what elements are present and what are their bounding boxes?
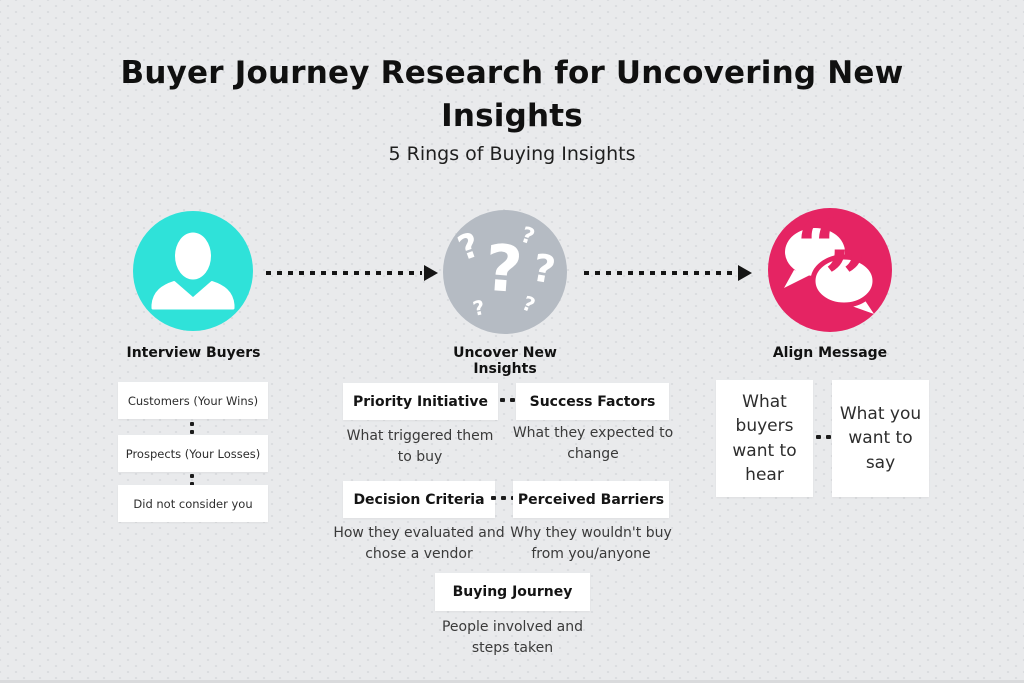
horizontal-dots-connector — [500, 398, 515, 402]
interview-buyers-circle — [133, 211, 253, 331]
page-title: Buyer Journey Research for Uncovering Ne… — [120, 55, 904, 134]
align-message-circle: “ ” — [768, 202, 892, 332]
vertical-dots-connector — [190, 474, 194, 486]
stage-label-interview-buyers: Interview Buyers — [126, 345, 261, 361]
stage-label-align-message: Align Message — [772, 345, 888, 361]
svg-text:”: ” — [824, 234, 869, 325]
horizontal-dots-connector — [816, 435, 831, 439]
quote-bubbles-icon: “ ” — [784, 202, 878, 325]
interview-item-customers: Customers (Your Wins) — [118, 382, 268, 419]
ring-priority-initiative: Priority Initiative — [343, 383, 498, 420]
bottom-edge-divider — [0, 680, 1024, 683]
ring-decision-criteria: Decision Criteria — [343, 481, 495, 518]
stage-label-uncover-new-insights: Uncover New Insights — [453, 345, 557, 377]
align-item-buyers-hear: What buyers want to hear — [716, 380, 813, 497]
arrow-right-icon — [584, 265, 752, 281]
uncover-insights-circle: ? ? ? ? ? ? — [443, 210, 567, 334]
vertical-dots-connector — [190, 422, 194, 434]
ring-desc-decision-criteria: How they evaluated and chose a vendor — [333, 525, 505, 562]
ring-success-factors: Success Factors — [516, 383, 669, 420]
ring-desc-buying-journey: People involved and steps taken — [441, 619, 584, 656]
ring-desc-success-factors: What they expected to change — [512, 425, 674, 462]
ring-desc-priority-initiative: What triggered them to buy — [346, 428, 494, 465]
align-item-you-say: What you want to say — [832, 380, 929, 497]
page-subtitle: 5 Rings of Buying Insights — [388, 143, 636, 165]
interview-item-prospects: Prospects (Your Losses) — [118, 435, 268, 472]
ring-perceived-barriers: Perceived Barriers — [513, 481, 669, 518]
person-icon — [151, 232, 235, 310]
ring-desc-perceived-barriers: Why they wouldn't buy from you/anyone — [510, 525, 672, 562]
ring-buying-journey: Buying Journey — [435, 573, 590, 611]
arrow-right-icon — [266, 265, 438, 281]
interview-item-no-consider: Did not consider you — [118, 485, 268, 522]
